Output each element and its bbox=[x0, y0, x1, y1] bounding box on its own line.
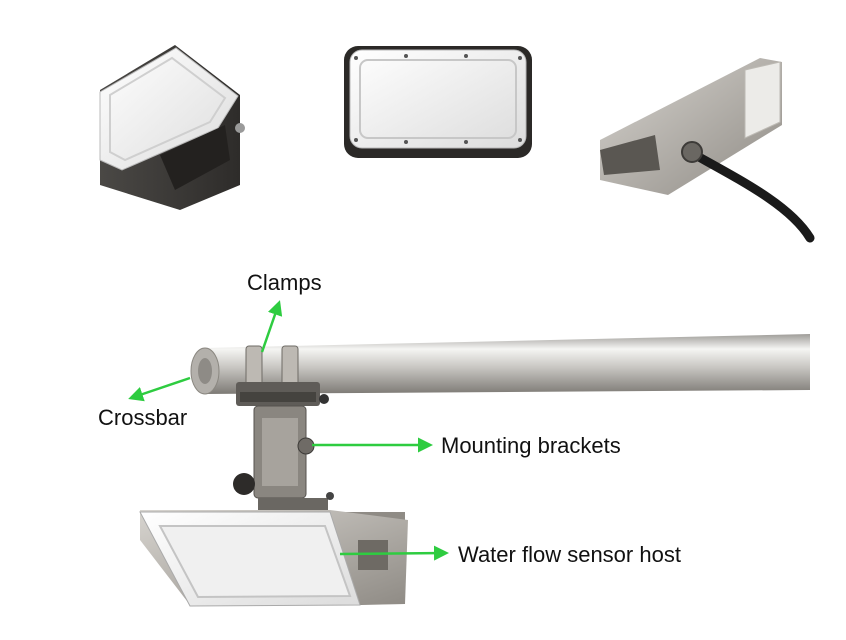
sensor-front-view bbox=[344, 46, 532, 158]
sensor-host-label: Water flow sensor host bbox=[458, 542, 681, 567]
clamps-arrow bbox=[260, 300, 283, 353]
sensor-cable-view bbox=[600, 58, 815, 243]
clamp-assembly bbox=[236, 345, 329, 406]
host-arrow bbox=[339, 545, 449, 561]
crossbar-pipe bbox=[190, 334, 810, 395]
mounting-brackets-label: Mounting brackets bbox=[441, 433, 621, 458]
sensor-angled-view bbox=[99, 45, 245, 210]
callout-arrows bbox=[128, 300, 449, 561]
clamps-label: Clamps bbox=[247, 270, 322, 295]
mounting-bracket bbox=[233, 405, 334, 510]
crossbar-label: Crossbar bbox=[98, 405, 188, 430]
crossbar-arrow bbox=[128, 376, 191, 402]
water-flow-sensor-host bbox=[139, 510, 408, 607]
